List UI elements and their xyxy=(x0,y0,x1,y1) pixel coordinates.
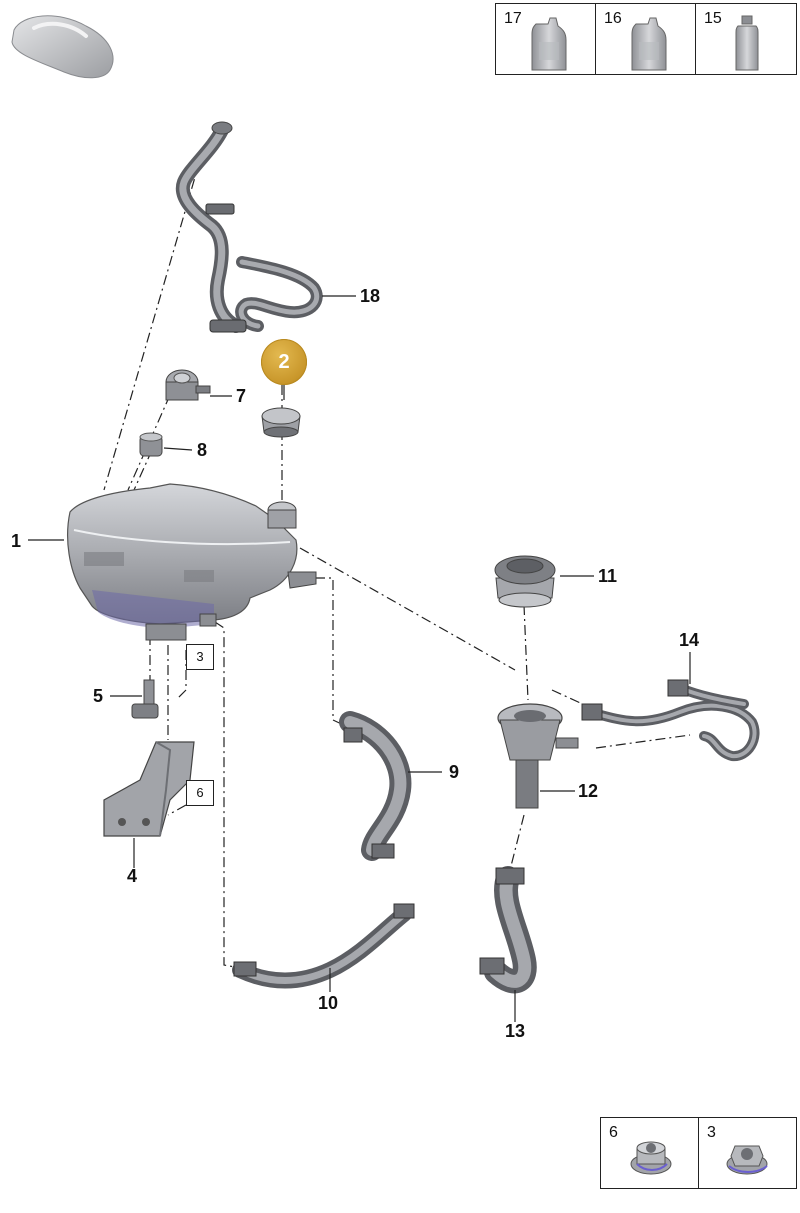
fluid-bottle-icon xyxy=(531,17,567,71)
hex-nut-icon xyxy=(726,1145,768,1175)
callout-18[interactable]: 18 xyxy=(360,286,381,306)
callout-leaders xyxy=(28,295,691,1022)
filler-cap-part-11 xyxy=(494,555,556,608)
ref-box-6[interactable]: 6 xyxy=(186,780,214,806)
coolant-hose-part-13 xyxy=(479,866,537,994)
legend-item-15[interactable]: 15 xyxy=(696,4,796,74)
coolant-hose-upper xyxy=(175,121,323,333)
expansion-tank-part-1 xyxy=(67,483,317,641)
coolant-hose-part-10 xyxy=(232,903,415,989)
legend-item-16[interactable]: 16 xyxy=(596,4,696,74)
sensor-part-5 xyxy=(131,679,159,719)
legend-number: 15 xyxy=(704,10,722,27)
callout-9[interactable]: 9 xyxy=(449,762,460,782)
fluid-bottle-icon xyxy=(631,17,667,71)
callout-14[interactable]: 14 xyxy=(679,630,700,650)
legend-item-3[interactable]: 3 xyxy=(699,1118,796,1188)
callout-4[interactable]: 4 xyxy=(127,866,138,886)
callout-7[interactable]: 7 xyxy=(236,386,247,406)
ref-box-3[interactable]: 3 xyxy=(186,644,214,670)
callout-10[interactable]: 10 xyxy=(318,993,339,1013)
filler-neck-part-12 xyxy=(497,703,579,809)
small-fluid-bottle-icon xyxy=(735,15,759,71)
legend-number: 17 xyxy=(504,10,522,27)
legend-number: 3 xyxy=(707,1124,716,1141)
legend-item-6[interactable]: 6 xyxy=(601,1118,699,1188)
car-silhouette-icon xyxy=(11,15,114,79)
bracket-part-4 xyxy=(103,741,195,837)
callout-1[interactable]: 1 xyxy=(11,531,22,551)
callout-2-highlight[interactable]: 2 xyxy=(261,339,307,385)
callout-5[interactable]: 5 xyxy=(93,686,104,706)
callout-8[interactable]: 8 xyxy=(197,440,208,460)
filler-cap-part-2 xyxy=(261,407,301,438)
valve-part-7 xyxy=(165,369,211,401)
callout-13[interactable]: 13 xyxy=(505,1021,526,1041)
legend-number: 6 xyxy=(609,1124,618,1141)
flange-nut-icon xyxy=(630,1141,672,1175)
legend-consumables: 17 16 15 xyxy=(495,3,797,75)
callout-12[interactable]: 12 xyxy=(578,781,599,801)
grommet-part-8 xyxy=(139,432,163,457)
vent-hose-part-14 xyxy=(581,679,760,762)
callout-11[interactable]: 11 xyxy=(598,566,618,586)
legend-item-17[interactable]: 17 xyxy=(496,4,596,74)
legend-number: 16 xyxy=(604,10,622,27)
legend-fasteners: 6 3 xyxy=(600,1117,797,1189)
coolant-hose-part-9 xyxy=(339,711,412,861)
